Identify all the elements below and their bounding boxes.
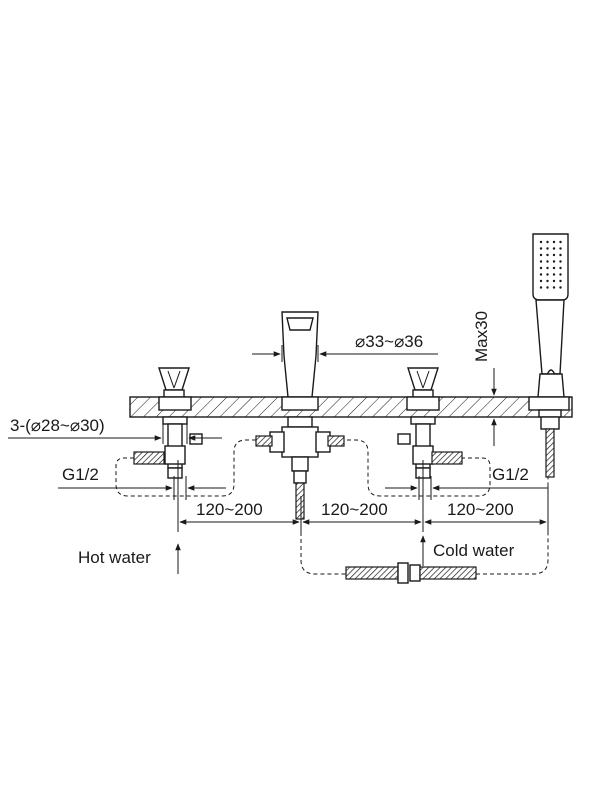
nozzle-dot (539, 279, 543, 283)
cold-water-hose (345, 562, 477, 584)
spacing-left-label: 120~200 (196, 500, 263, 519)
nozzle-dot (559, 266, 562, 270)
nozzle-dot (552, 286, 556, 289)
nozzle-dot (559, 247, 562, 250)
nozzle-dot (559, 279, 562, 283)
diverter-body (255, 426, 345, 520)
nozzle-dot (552, 253, 556, 257)
spacing-right-label: 120~200 (447, 500, 514, 519)
nozzle-dot (559, 253, 562, 257)
hose-routing-lines (115, 439, 549, 575)
nozzle-dot (539, 266, 543, 270)
nozzle-dot (539, 247, 543, 250)
nozzle-dot (552, 266, 556, 270)
shower-nozzles (539, 240, 562, 289)
knob-hole-diameter-label: 3-(⌀28~⌀30) (10, 416, 105, 435)
nozzle-dot (546, 240, 549, 244)
hot-water-label: Hot water (78, 548, 151, 567)
thread-right-label: G1/2 (492, 465, 529, 484)
nozzle-dot (539, 253, 543, 257)
inlet-arrows (175, 535, 426, 574)
nozzle-dot (552, 240, 556, 244)
thread-left-label: G1/2 (62, 465, 99, 484)
nozzle-dot (546, 279, 549, 283)
nozzle-dot (552, 247, 556, 250)
right-handle-valve (397, 367, 463, 479)
nozzle-dot (546, 247, 549, 250)
countertop-deck (129, 396, 573, 418)
spout (281, 311, 319, 428)
spout-hole-diameter-label: ⌀33~⌀36 (355, 332, 423, 351)
nozzle-dot (552, 279, 556, 283)
nozzle-dot (559, 286, 562, 289)
nozzle-dot (559, 260, 562, 263)
nozzle-dot (546, 273, 549, 276)
nozzle-dot (546, 260, 549, 263)
nozzle-dot (539, 260, 543, 263)
nozzle-dot (552, 260, 556, 263)
nozzle-dot (552, 273, 556, 276)
left-handle-valve (133, 367, 203, 479)
nozzle-dot (539, 240, 543, 244)
max-thickness-label: Max30 (472, 311, 491, 362)
nozzle-dot (559, 273, 562, 276)
nozzle-dot (546, 286, 549, 289)
nozzle-dot (559, 240, 562, 244)
dimension-lines (8, 345, 549, 532)
cold-water-label: Cold water (433, 541, 515, 560)
hand-shower (528, 233, 570, 478)
nozzle-dot (546, 266, 549, 270)
nozzle-dot (539, 286, 543, 289)
nozzle-dot (546, 253, 549, 257)
nozzle-dot (539, 273, 543, 276)
spacing-middle-label: 120~200 (321, 500, 388, 519)
